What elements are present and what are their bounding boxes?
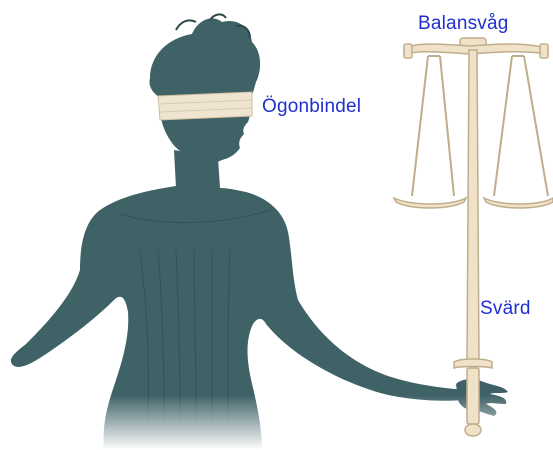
- scale-pan-left: [394, 198, 466, 208]
- scale-pan-right: [484, 198, 553, 208]
- label-scale: Balansvåg: [418, 14, 509, 33]
- sword-pommel: [465, 424, 481, 436]
- label-sword: Svärd: [480, 299, 531, 318]
- sword-blade: [467, 50, 479, 362]
- sword-grip: [467, 368, 479, 424]
- blindfold: [158, 92, 252, 120]
- hair: [149, 18, 260, 98]
- label-blindfold: Ögonbindel: [262, 97, 361, 116]
- scale-and-sword: [394, 38, 553, 436]
- sword-crossguard: [454, 359, 492, 368]
